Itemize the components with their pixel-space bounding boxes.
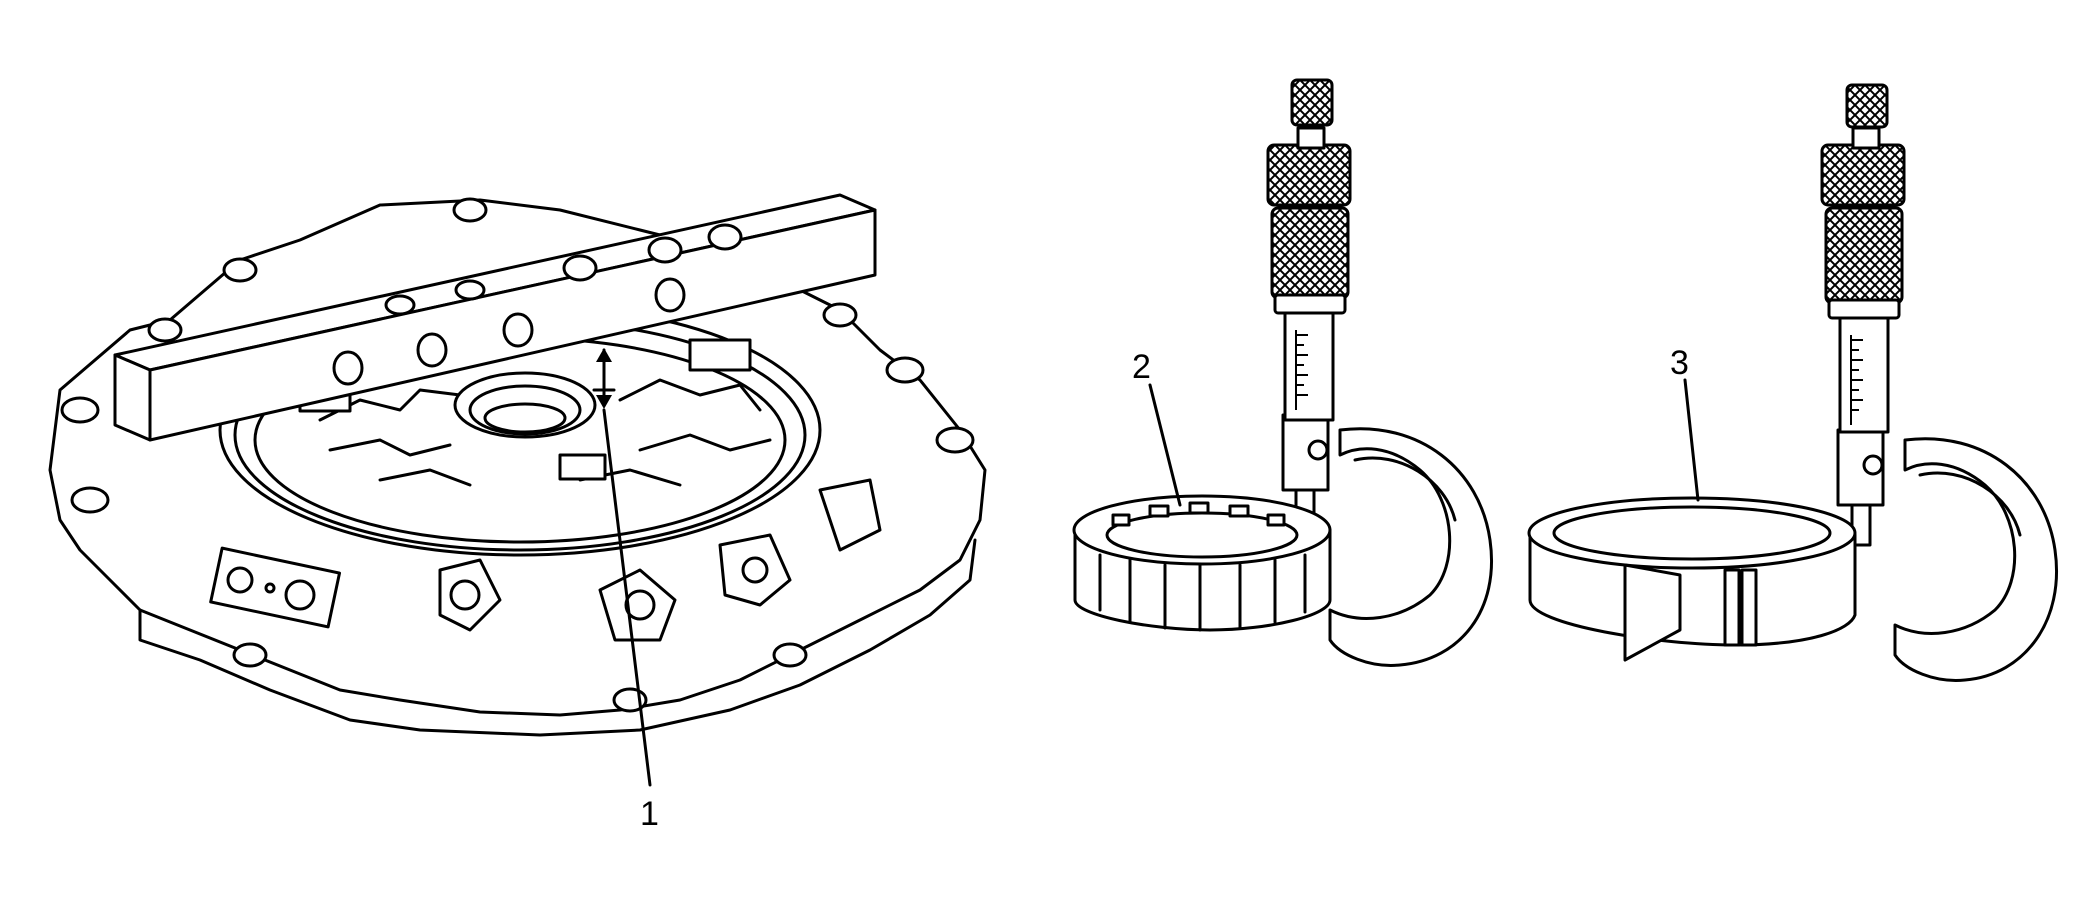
sleeve-scale [1296, 334, 1308, 396]
side-fittings [209, 478, 882, 642]
pump-ring [1527, 496, 1857, 662]
callout-1: 1 [640, 795, 659, 833]
center-bore [453, 371, 597, 439]
leader-line-3 [1683, 378, 1700, 502]
gear-teeth [1098, 501, 1307, 632]
sleeve-scale-2 [1851, 339, 1863, 411]
gap-measurement-arrow [592, 348, 616, 409]
leader-line-1 [602, 408, 652, 787]
micrometer-ring-measurement [1820, 83, 2058, 682]
leader-line-2 [1148, 383, 1182, 507]
callout-3: 3 [1670, 344, 1689, 382]
callout-2: 2 [1132, 348, 1151, 386]
fluid-passages [298, 338, 772, 487]
micrometer-gear-measurement [1266, 78, 1493, 667]
pump-gear [1072, 494, 1332, 632]
bolt-bosses [60, 197, 975, 713]
straightedge-bar [113, 193, 877, 442]
